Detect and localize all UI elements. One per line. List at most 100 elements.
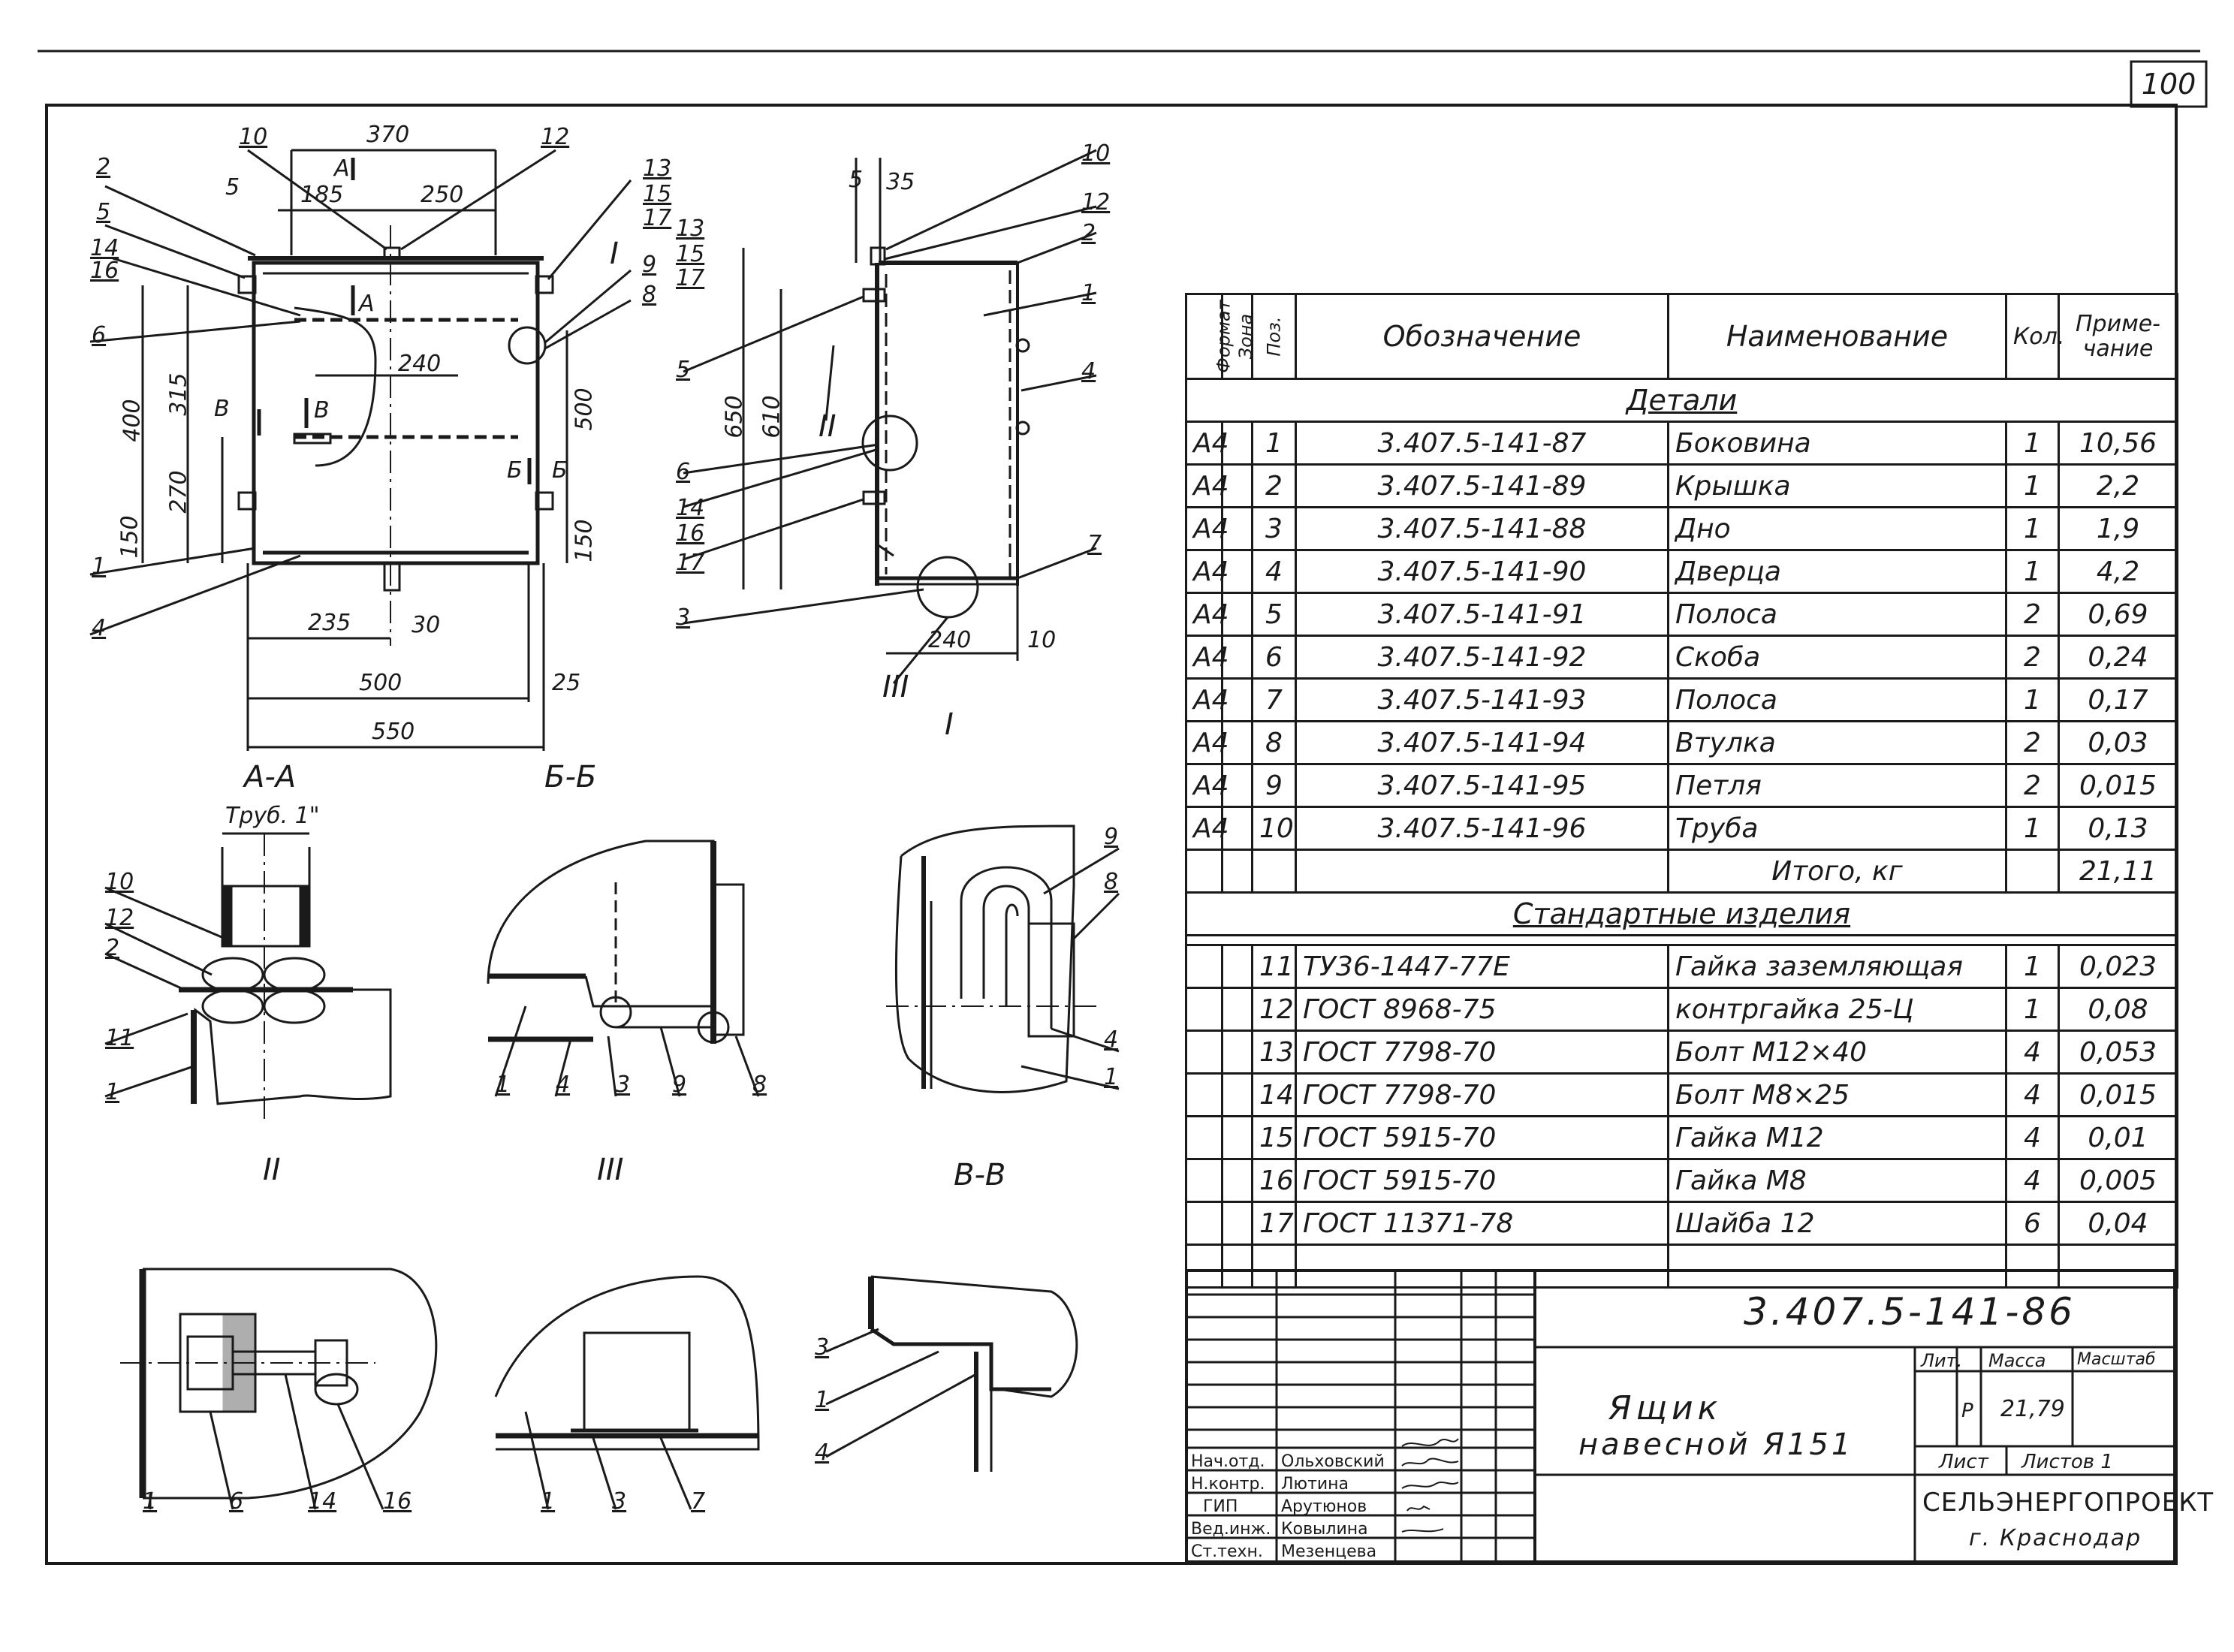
cell-qty: 1: [2005, 677, 2060, 722]
cell-qty: [2005, 1244, 2060, 1289]
cell-note: 0,24: [2058, 635, 2178, 680]
cell-pos: 5: [1251, 592, 1297, 637]
cell-pos: [1251, 1244, 1297, 1289]
vv-pos-4: 4: [1104, 1026, 1119, 1053]
cell-qty: 1: [2005, 549, 2060, 594]
front-pos-1: 1: [92, 553, 107, 580]
sig-role: ГИП: [1203, 1497, 1238, 1516]
dim-500-bottom: 500: [359, 670, 402, 696]
dim-315: 315: [165, 372, 192, 416]
front-pos-10: 10: [239, 124, 268, 150]
front-pos-5: 5: [96, 199, 111, 225]
cell-note: 0,005: [2058, 1158, 2178, 1203]
cell-qty: 6: [2005, 1201, 2060, 1246]
dim-240: 240: [398, 351, 442, 377]
cell-name: Гайка М12: [1667, 1115, 2007, 1160]
cell-note: 0,08: [2058, 987, 2178, 1032]
table-row: 11 ТУ36-1447-77Е Гайка заземляющая 1 0,0…: [1185, 944, 2178, 989]
side-pos-3: 3: [676, 604, 691, 631]
cell-zone: [1221, 1201, 1253, 1246]
dim-400: 400: [119, 399, 146, 442]
cell-qty: 2: [2005, 635, 2060, 680]
dim-250: 250: [421, 182, 464, 208]
cell-qty: [2005, 849, 2060, 894]
cell-name: Дверца: [1667, 549, 2007, 594]
header-zone: Зона: [1221, 293, 1256, 380]
section-mark-a: А: [334, 155, 350, 182]
cell-name: Крышка: [1667, 463, 2007, 508]
cell-qty: 1: [2005, 506, 2060, 551]
organization-city: г. Краснодар: [1969, 1525, 2142, 1551]
cell-pos: 15: [1251, 1115, 1297, 1160]
front-pos-15: 15: [643, 181, 672, 207]
side-pos-7: 7: [1087, 531, 1102, 557]
sig-name: Мезенцева: [1281, 1542, 1377, 1561]
callout-detail-ii: II: [819, 409, 837, 444]
cell-designation: ГОСТ 7798-70: [1295, 1072, 1669, 1117]
total-row: Итого, кг 21,11: [1185, 849, 2178, 894]
side-dim-240: 240: [928, 627, 972, 653]
view-label-vv: В-В: [954, 1158, 1006, 1192]
cell-pos: 16: [1251, 1158, 1297, 1203]
dim-270: 270: [165, 470, 192, 514]
side-pos-1: 1: [1081, 280, 1096, 306]
cell-name: Болт М12×40: [1667, 1029, 2007, 1075]
spec-header-row: Формат Зона Поз. Обозначение Наименовани…: [1185, 293, 2178, 380]
section-vv: [886, 824, 1120, 1093]
cell-designation: ТУ36-1447-77Е: [1295, 944, 1669, 989]
front-pos-12: 12: [541, 124, 570, 150]
cell-qty: 4: [2005, 1072, 2060, 1117]
cell-zone: [1221, 720, 1253, 765]
cell-name: Гайка М8: [1667, 1158, 2007, 1203]
cell-pos: 3: [1251, 506, 1297, 551]
cell-format: А4: [1185, 806, 1229, 851]
cell-qty: 4: [2005, 1158, 2060, 1203]
header-qty: Кол.: [2005, 293, 2064, 380]
cell-name: Петля: [1667, 763, 2007, 808]
d3-pos-8: 8: [752, 1072, 767, 1098]
cell-designation: ГОСТ 5915-70: [1295, 1115, 1669, 1160]
cell-zone: [1221, 849, 1253, 894]
sig-name: Ольховский: [1281, 1452, 1385, 1471]
bottom-detail-door: [825, 1275, 1078, 1472]
cell-note: 0,17: [2058, 677, 2178, 722]
side-pos-16: 16: [676, 520, 705, 547]
front-pos-2: 2: [96, 154, 111, 180]
cell-note: 0,023: [2058, 944, 2178, 989]
side-pos-5: 5: [676, 357, 691, 383]
cell-pos: 11: [1251, 944, 1297, 989]
cell-pos: 10: [1251, 806, 1297, 851]
side-dim-10: 10: [1027, 627, 1057, 653]
side-pos-17b: 17: [676, 550, 705, 576]
cell-format: [1185, 1158, 1223, 1203]
cell-name: контргайка 25-Ц: [1667, 987, 2007, 1032]
cell-format: А4: [1185, 635, 1229, 680]
table-row: А4 7 3.407.5-141-93 Полоса 1 0,17: [1185, 677, 2178, 722]
cell-designation: 3.407.5-141-91: [1295, 592, 1669, 637]
section-mark-b: Б: [507, 457, 523, 484]
cell-pos: 13: [1251, 1029, 1297, 1075]
front-pos-9: 9: [642, 252, 657, 278]
cell-note: 0,13: [2058, 806, 2178, 851]
cell-pos: 7: [1251, 677, 1297, 722]
cell-pos: 6: [1251, 635, 1297, 680]
cell-note: 4,2: [2058, 549, 2178, 594]
cell-pos: [1251, 849, 1297, 894]
section-mark-v: В: [214, 396, 230, 422]
sig-name: Лютина: [1281, 1475, 1349, 1494]
mass-value: 21,79: [2000, 1396, 2065, 1422]
cell-name: Боковина: [1667, 421, 2007, 466]
side-pos-6: 6: [676, 459, 691, 485]
d3-pos-9: 9: [672, 1072, 687, 1098]
cell-note: [2058, 1244, 2178, 1289]
b3-pos-3: 3: [815, 1334, 830, 1361]
view-label-bb: Б-Б: [544, 760, 597, 794]
b2-pos-7: 7: [691, 1488, 706, 1515]
header-designation: Обозначение: [1295, 293, 1669, 380]
b1-pos-14: 14: [308, 1488, 337, 1515]
cell-zone: [1221, 944, 1253, 989]
cell-designation: 3.407.5-141-89: [1295, 463, 1669, 508]
cell-note: 0,03: [2058, 720, 2178, 765]
cell-pos: 2: [1251, 463, 1297, 508]
